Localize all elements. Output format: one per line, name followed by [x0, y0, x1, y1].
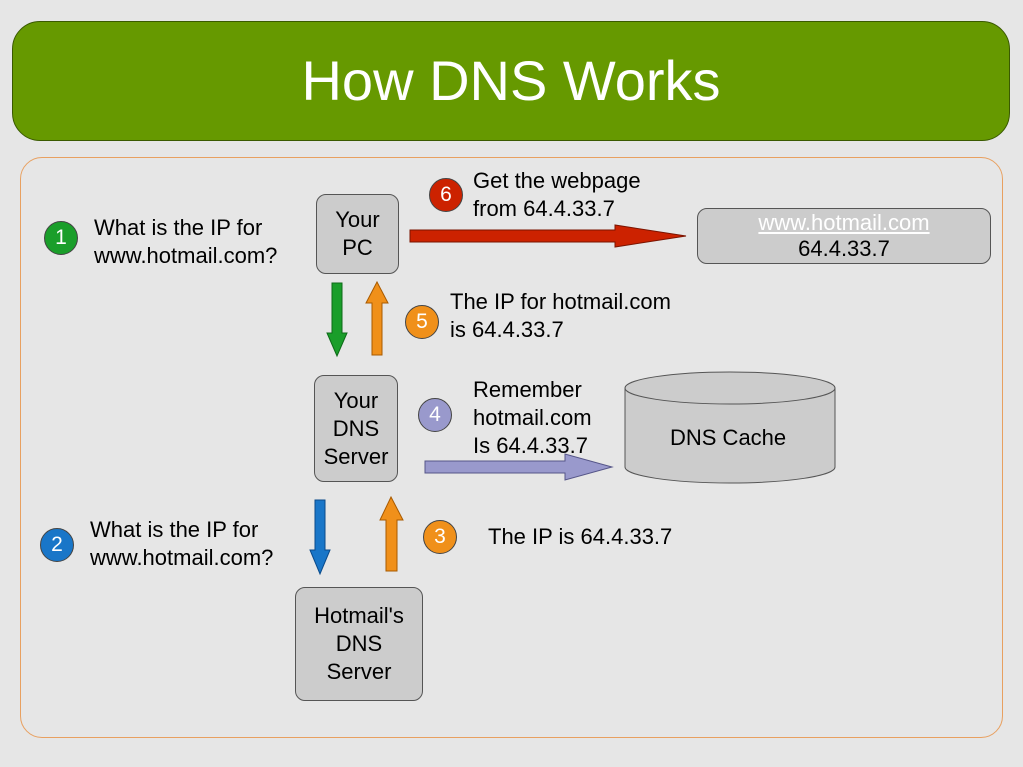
arrow-to-cache	[424, 453, 614, 481]
your-pc-node: Your PC	[316, 194, 399, 274]
step-2-number: 2	[51, 533, 63, 556]
webserver-link[interactable]: www.hotmail.com	[758, 210, 930, 235]
step-4-line-1: Remember	[473, 377, 582, 402]
hotmail-dns-line-2: DNS	[335, 631, 383, 656]
webserver-ip: 64.4.33.7	[798, 236, 890, 261]
your-dns-line-1: Your	[333, 387, 379, 413]
dns-cache-label: DNS Cache	[670, 425, 787, 450]
arrow-query-to-hotmail-dns	[309, 499, 331, 576]
step-4-badge: 4	[418, 398, 452, 432]
step-3-number: 3	[434, 525, 446, 548]
step-1-text: What is the IP for www.hotmail.com?	[94, 214, 277, 270]
title-bar: How DNS Works	[12, 21, 1010, 141]
step-3-line-1: The IP is 64.4.33.7	[488, 524, 673, 549]
step-4-number: 4	[429, 403, 441, 426]
step-5-text: The IP for hotmail.com is 64.4.33.7	[450, 288, 671, 344]
hotmail-dns-line-3: Server	[326, 659, 392, 684]
hotmail-dns-server-node: Hotmail's DNS Server	[295, 587, 423, 701]
your-dns-line-2: DNS	[332, 415, 380, 441]
step-6-number: 6	[440, 183, 452, 206]
step-2-badge: 2	[40, 528, 74, 562]
arrow-reply-to-pc	[365, 280, 389, 356]
step-1-line-1: What is the IP for	[94, 215, 263, 240]
dns-cache-cylinder	[624, 371, 836, 484]
step-1-line-2: www.hotmail.com?	[94, 243, 278, 268]
step-2-text: What is the IP for www.hotmail.com?	[90, 516, 273, 572]
hotmail-dns-line-1: Hotmail's	[314, 603, 404, 628]
step-1-number: 1	[55, 226, 67, 249]
step-6-line-1: Get the webpage	[473, 168, 641, 193]
arrow-reply-to-dns	[379, 495, 404, 572]
step-5-number: 5	[416, 310, 428, 333]
arrow-to-webserver	[409, 224, 687, 248]
your-dns-line-3: Server	[323, 443, 389, 469]
webserver-node: www.hotmail.com 64.4.33.7	[697, 208, 991, 264]
step-5-badge: 5	[405, 305, 439, 339]
step-5-line-1: The IP for hotmail.com	[450, 289, 671, 314]
page-title: How DNS Works	[301, 49, 721, 112]
step-4-line-2: hotmail.com	[473, 405, 592, 430]
step-6-text: Get the webpage from 64.4.33.7	[473, 167, 641, 223]
arrow-query-to-dns	[326, 282, 348, 358]
step-2-line-1: What is the IP for	[90, 517, 259, 542]
step-2-line-2: www.hotmail.com?	[90, 545, 274, 570]
step-3-text: The IP is 64.4.33.7	[488, 523, 672, 551]
step-1-badge: 1	[44, 221, 78, 255]
step-3-badge: 3	[423, 520, 457, 554]
step-4-text: Remember hotmail.com Is 64.4.33.7	[473, 376, 592, 460]
your-pc-line-2: PC	[342, 235, 373, 260]
step-6-line-2: from 64.4.33.7	[473, 196, 615, 221]
step-4-line-3: Is 64.4.33.7	[473, 433, 588, 458]
step-5-line-2: is 64.4.33.7	[450, 317, 564, 342]
your-dns-server-node: Your DNS Server	[314, 375, 398, 482]
step-6-badge: 6	[429, 178, 463, 212]
your-pc-line-1: Your	[335, 207, 380, 232]
